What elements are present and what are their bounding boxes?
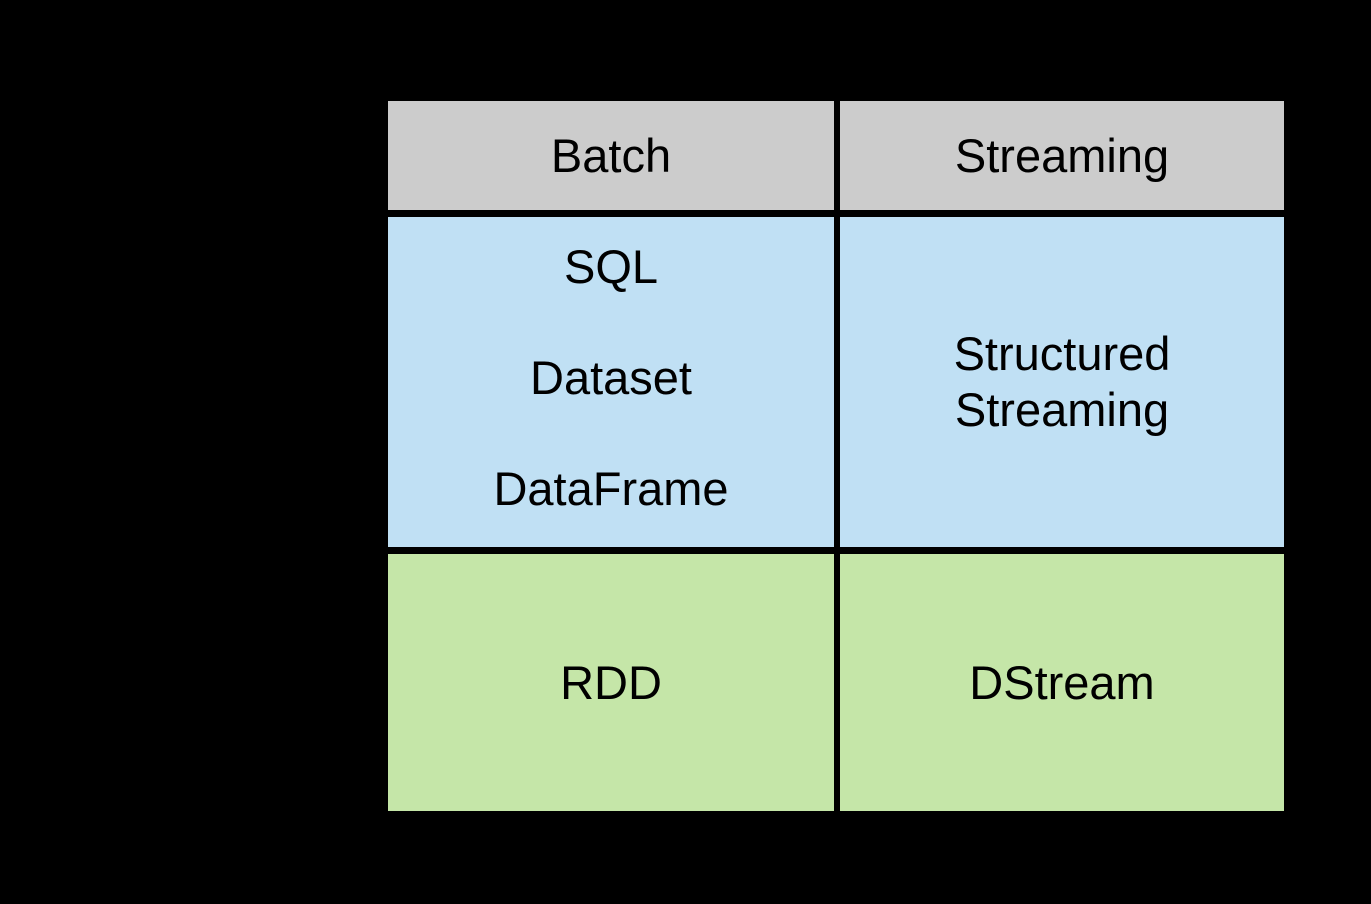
cell-dstream-label: DStream <box>969 655 1155 709</box>
cell-structured-streaming-line-1: Structured <box>953 327 1171 380</box>
cell-dstream: DStream <box>840 554 1284 811</box>
cell-structured-streaming-line-2: Streaming <box>954 383 1170 436</box>
cell-rdd-label: RDD <box>560 655 662 709</box>
column-header-batch-label: Batch <box>550 128 672 182</box>
cell-structured-streaming: Structured Streaming <box>840 217 1284 547</box>
column-header-batch: Batch <box>388 101 834 210</box>
column-header-streaming-label: Streaming <box>954 128 1170 182</box>
cell-batch-apis-line-sql: SQL <box>563 240 659 293</box>
column-header-streaming: Streaming <box>840 101 1284 210</box>
cell-rdd: RDD <box>388 554 834 811</box>
batch-streaming-table: Batch Streaming SQL Dataset DataFrame St… <box>388 101 1284 811</box>
cell-batch-apis-line-dataset: Dataset <box>530 351 692 404</box>
cell-batch-apis: SQL Dataset DataFrame <box>388 217 834 547</box>
cell-batch-apis-line-dataframe: DataFrame <box>493 462 729 515</box>
